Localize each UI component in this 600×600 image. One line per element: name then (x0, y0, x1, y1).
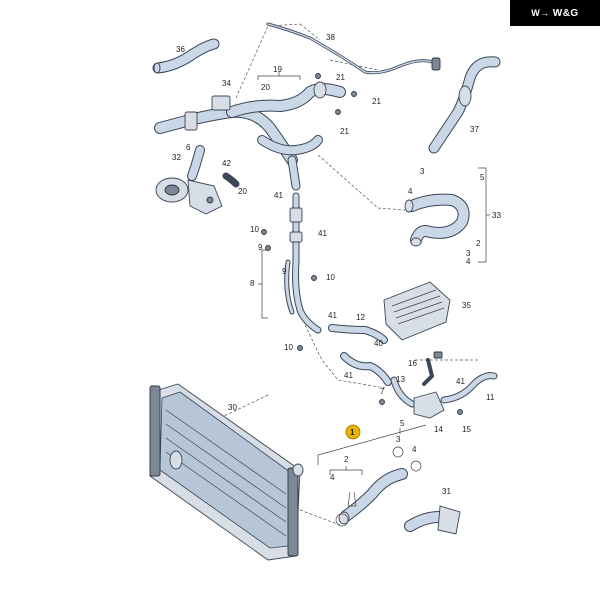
callout-4b: 4 (412, 445, 417, 454)
callout-1[interactable]: 1 (350, 428, 355, 437)
callout-16: 16 (408, 359, 417, 368)
callout-7: 7 (380, 387, 385, 396)
callout-42: 42 (222, 159, 231, 168)
callout-20b: 20 (238, 187, 247, 196)
callout-4c: 4 (330, 473, 335, 482)
coolant-pipe-assembly (154, 81, 346, 191)
callout-30: 30 (228, 403, 237, 412)
radiator-30 (149, 383, 304, 561)
callout-12: 12 (356, 313, 365, 322)
callout-3c: 3 (466, 249, 471, 258)
callout-5b: 5 (400, 419, 405, 428)
callout-41e: 41 (456, 377, 465, 386)
callout-2: 2 (344, 455, 349, 464)
lower-hose-2 (335, 446, 422, 527)
callout-5: 5 (480, 173, 485, 182)
callout-6: 6 (186, 143, 191, 152)
callout-15: 15 (462, 425, 471, 434)
hose-13-7-11 (340, 351, 498, 419)
callout-4: 4 (408, 187, 413, 196)
callout-2b: 2 (476, 239, 481, 248)
pipe-38 (266, 22, 441, 75)
hose-37 (428, 56, 501, 154)
hose-33 (404, 193, 470, 247)
fasteners (261, 73, 463, 415)
brand-badge: W→ W&G (510, 0, 600, 26)
callout-13: 13 (396, 375, 405, 384)
hose-36 (152, 38, 220, 74)
callout-21b: 21 (372, 97, 381, 106)
callout-33: 33 (492, 211, 501, 220)
callout-36: 36 (176, 45, 185, 54)
callout-41d: 41 (344, 371, 353, 380)
callout-8: 8 (250, 279, 255, 288)
brand-name: W&G (552, 7, 579, 19)
callout-11: 11 (486, 393, 495, 402)
callout-10b: 10 (326, 273, 335, 282)
callout-10: 10 (250, 225, 259, 234)
callout-37: 37 (470, 125, 479, 134)
callout-14: 14 (434, 425, 443, 434)
callout-35: 35 (462, 301, 471, 310)
callout-10c: 10 (284, 343, 293, 352)
callout-19: 19 (273, 65, 282, 74)
callout-3b: 3 (396, 435, 401, 444)
hose-12 (328, 324, 388, 344)
callout-41b: 41 (318, 229, 327, 238)
hose-31 (404, 505, 461, 535)
callout-41c: 41 (328, 311, 337, 320)
callout-38: 38 (326, 33, 335, 42)
callout-21c: 21 (340, 127, 349, 136)
callout-20: 20 (261, 83, 270, 92)
water-pump-32 (155, 145, 240, 215)
callout-1-marker[interactable] (345, 424, 361, 440)
callout-41: 41 (274, 191, 283, 200)
callout-34: 34 (222, 79, 231, 88)
brand-logo-icon: W→ (531, 8, 550, 18)
leader-lines (219, 23, 490, 526)
coolant-pipe-8 (284, 192, 322, 334)
oil-cooler-35 (383, 281, 451, 341)
callout-9b: 9 (282, 267, 287, 276)
callout-4d: 4 (466, 257, 471, 266)
callout-9: 9 (258, 243, 263, 252)
callout-40: 40 (374, 339, 383, 348)
callout-3: 3 (420, 167, 425, 176)
callout-32: 32 (172, 153, 181, 162)
callout-31: 31 (442, 487, 451, 496)
callout-21: 21 (336, 73, 345, 82)
callout-labels: 36 38 19 20 21 34 6 42 32 20 21 37 3 4 5… (172, 33, 501, 496)
